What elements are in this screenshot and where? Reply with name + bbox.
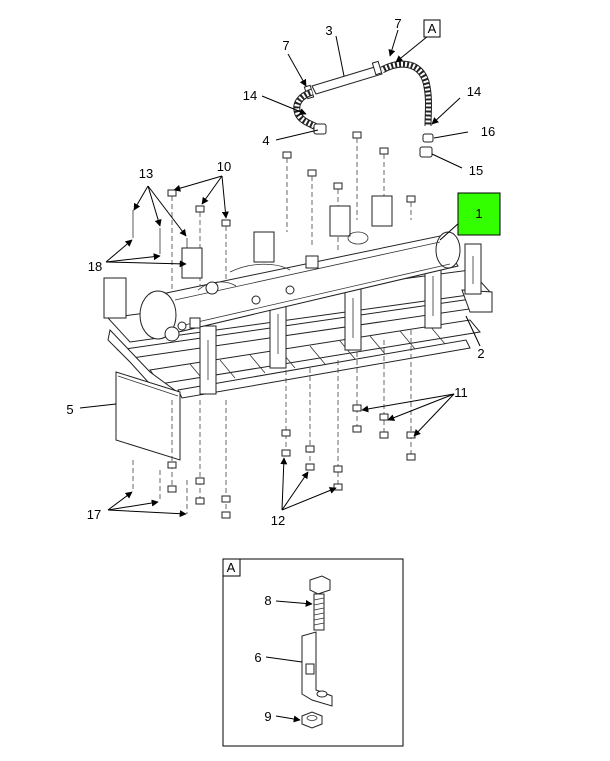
callout-18: 18 [88, 259, 102, 274]
callout-7-top: 7 [394, 16, 401, 31]
callout-1: 1 [475, 206, 482, 221]
detail-reference-label: A [428, 21, 437, 36]
bracket-detail [301, 631, 333, 707]
lower-hardware [132, 330, 416, 519]
detail-view-a: A 8 6 9 [222, 558, 404, 747]
callout-14-left: 14 [243, 88, 257, 103]
detail-reference-box: A [423, 19, 441, 38]
callout-6: 6 [254, 650, 261, 665]
detail-box-label: A [227, 560, 236, 575]
callout-13: 13 [139, 166, 153, 181]
hose-assembly [293, 60, 434, 158]
cover-plate [115, 371, 181, 461]
callout-17: 17 [87, 507, 101, 522]
leader-lines [79, 29, 481, 518]
nut-detail [301, 711, 323, 729]
callout-12: 12 [271, 513, 285, 528]
callout-16: 16 [481, 124, 495, 139]
callout-14-right: 14 [467, 84, 481, 99]
callout-5: 5 [66, 402, 73, 417]
air-tank [139, 231, 461, 342]
callout-8: 8 [264, 593, 271, 608]
callout-15: 15 [469, 163, 483, 178]
callout-9: 9 [264, 709, 271, 724]
callout-10: 10 [217, 159, 231, 174]
callout-11: 11 [454, 385, 468, 400]
callout-4: 4 [262, 133, 269, 148]
highlighted-callout: 1 [457, 192, 501, 236]
callout-3: 3 [325, 23, 332, 38]
callout-2: 2 [477, 346, 484, 361]
callout-7-left: 7 [282, 38, 289, 53]
bolt-detail [309, 575, 331, 631]
